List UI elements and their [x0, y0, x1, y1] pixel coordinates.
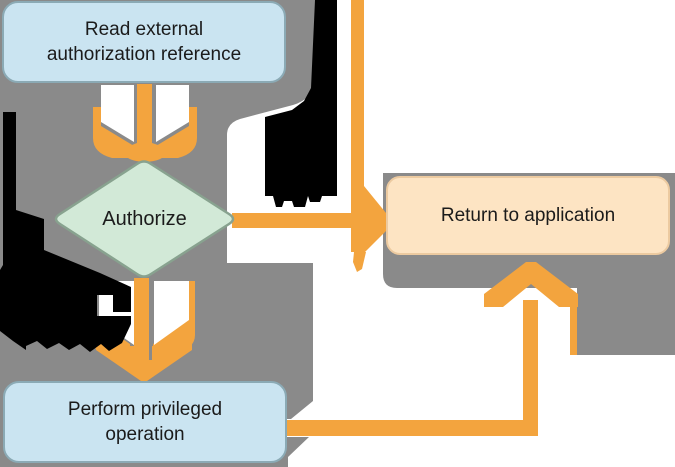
fail-label-artifact: [265, 0, 337, 207]
edge-fail-horizontal-bar: [232, 213, 352, 228]
edge-read-authorize-collar-right: [156, 107, 197, 158]
edge-fail-arrow-head: [351, 186, 386, 252]
edge-perform-return-notch-left: [516, 296, 523, 307]
node-read-line1: Read external: [84, 19, 204, 40]
edge-perform-return-side-strip: [570, 300, 577, 355]
edge-read-authorize-wing-right: [156, 85, 189, 142]
edge-perform-return-horizontal-bar: [287, 420, 538, 436]
edge-authorize-perform-wing-right: [154, 281, 189, 345]
edge-authorize-perform-bar: [134, 278, 149, 362]
node-read-external-authorization: Read external authorization reference: [2, 1, 286, 83]
node-perform-line1: Perform privileged: [67, 399, 223, 420]
edge-read-authorize-collar-left: [93, 107, 134, 158]
edge-perform-return-vertical-bar: [523, 300, 538, 436]
node-authorize: Authorize: [53, 161, 236, 277]
edge-read-authorize-bar-tip: [124, 84, 166, 162]
edge-authorize-perform-head: [96, 338, 192, 381]
edge-perform-return-arrow-head: [484, 262, 578, 307]
allow-label-artifact: [0, 112, 131, 352]
node-return-to-application: Return to application: [386, 176, 670, 255]
edge-fail-arrow-stub: [353, 252, 366, 272]
node-perform-privileged-operation: Perform privileged operation: [3, 381, 287, 463]
edge-top-vertical-bar: [351, 0, 364, 192]
authorize-diamond: [54, 160, 235, 278]
node-perform-line2: operation: [105, 424, 185, 445]
edge-authorize-perform-collar-right: [153, 281, 195, 354]
node-read-line2: authorization reference: [46, 44, 242, 65]
node-authorize-label: Authorize: [102, 207, 187, 230]
edge-perform-return-notch-right: [538, 296, 545, 307]
edge-read-authorize-wing-left: [101, 85, 134, 142]
node-return-label: Return to application: [440, 205, 616, 226]
